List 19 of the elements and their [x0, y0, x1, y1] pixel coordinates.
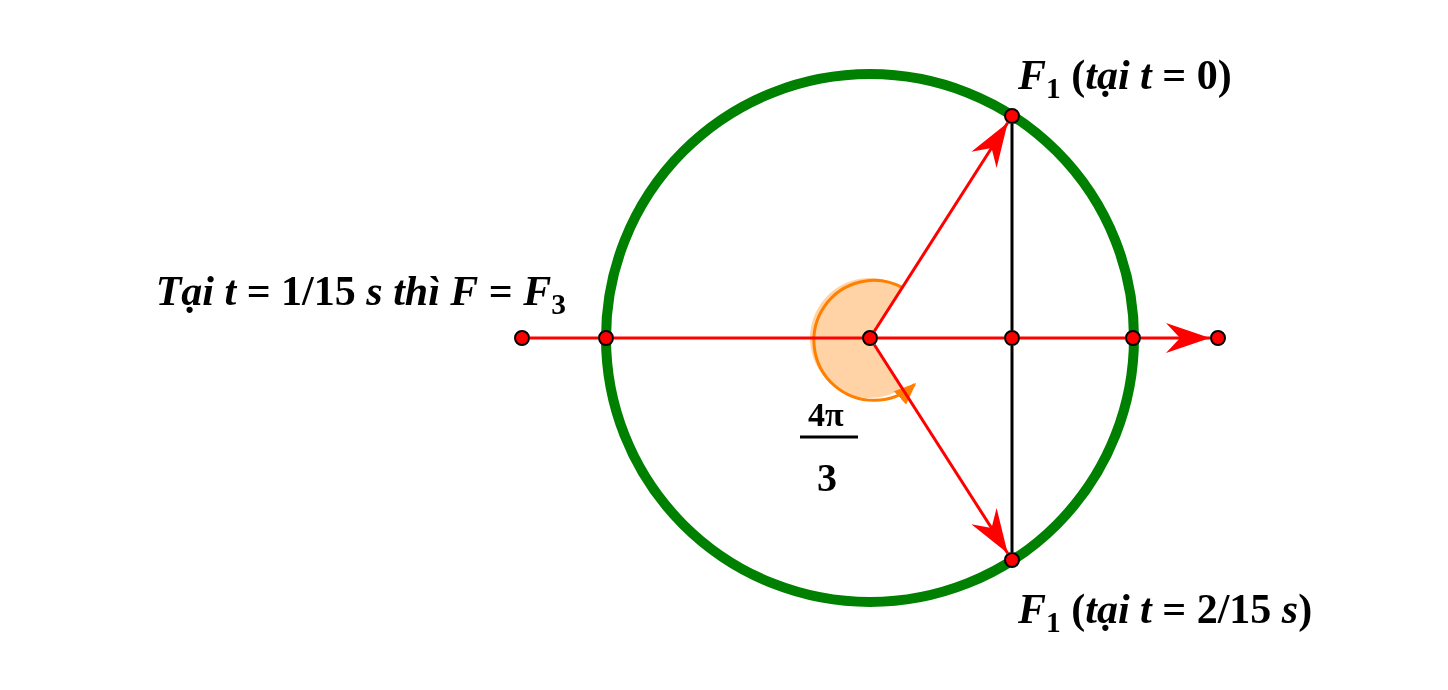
point-label: F$_{1}$ (tại t = 2/15 s)	[1018, 586, 1313, 639]
line-segment	[1010, 346, 1014, 552]
point-marker	[1004, 330, 1020, 346]
arrow	[873, 343, 1009, 555]
arrow	[1141, 323, 1210, 353]
line-segment	[878, 336, 1004, 340]
point-marker	[514, 330, 530, 346]
line-segment	[1020, 336, 1125, 340]
point-marker	[1210, 330, 1226, 346]
point-marker	[598, 330, 614, 346]
arrow	[873, 121, 1009, 333]
point-label: Tại t = 1/15 s thì F = F$_{3}$	[155, 268, 566, 321]
point-marker	[862, 330, 878, 346]
line-segment	[530, 336, 598, 340]
angle-label: 4π	[808, 396, 844, 434]
point-label: F$_{1}$ (tại t = 0)	[1018, 52, 1232, 105]
line-segment	[1010, 124, 1014, 330]
angle-label: 3	[817, 456, 837, 500]
line-segment	[614, 336, 862, 340]
